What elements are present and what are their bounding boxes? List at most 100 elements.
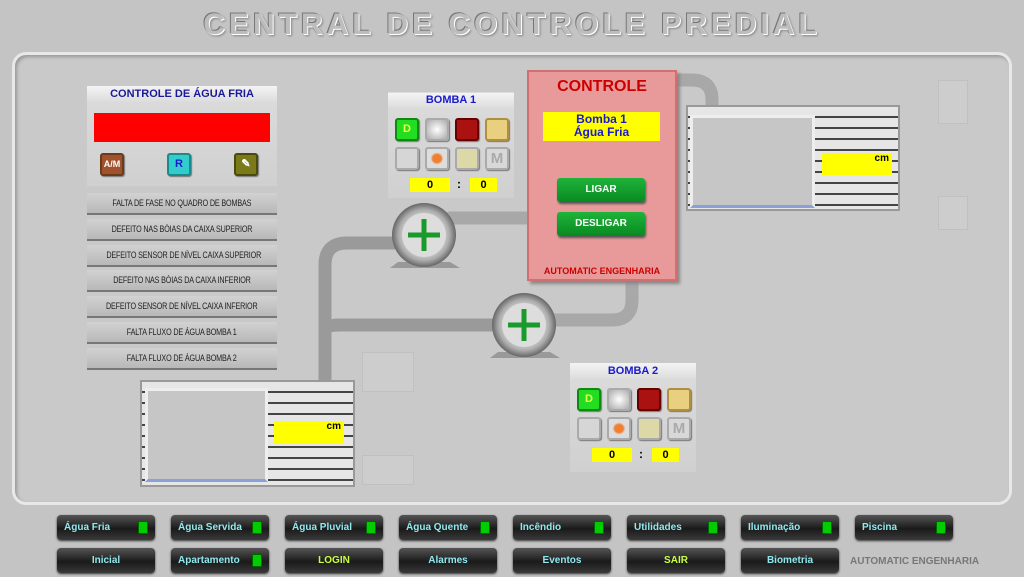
nav-label: Água Fria xyxy=(64,522,111,533)
nav-label: Água Servida xyxy=(178,522,242,533)
thermal-icon[interactable] xyxy=(455,147,479,170)
nav-label: Inicial xyxy=(91,555,121,566)
indicator-icon[interactable] xyxy=(577,417,601,440)
alarm-button[interactable]: DEFEITO SENSOR DE NÍVEL CAIXA SUPERIOR xyxy=(87,244,277,267)
pump-2-title: BOMBA 2 xyxy=(570,363,696,379)
status-led-icon xyxy=(252,554,262,567)
alarm-button[interactable]: FALTA DE FASE NO QUADRO DE BOMBAS xyxy=(87,193,277,215)
status-light-icon[interactable] xyxy=(607,388,631,411)
alarm-button[interactable]: DEFEITO NAS BÓIAS DA CAIXA SUPERIOR xyxy=(87,218,277,241)
upper-tank-level xyxy=(690,115,815,208)
nav-button[interactable]: Alarmes xyxy=(399,548,497,573)
alarm-label: DEFEITO SENSOR DE NÍVEL CAIXA INFERIOR xyxy=(106,301,258,312)
footer-brand: AUTOMATIC ENGENHARIA xyxy=(850,556,980,567)
selected-system: Água Fria xyxy=(573,125,630,139)
status-led-icon xyxy=(822,521,832,534)
nav-label: Apartamento xyxy=(178,555,240,566)
nav-button[interactable]: Apartamento xyxy=(171,548,269,573)
nav-button[interactable]: Eventos xyxy=(513,548,611,573)
nav-label: Alarmes xyxy=(428,555,468,566)
nav-label: Utilidades xyxy=(634,522,682,533)
motor-fault-icon[interactable] xyxy=(637,388,661,411)
desligar-button[interactable]: DESLIGAR xyxy=(557,212,645,236)
alarm-light-icon[interactable] xyxy=(607,417,631,440)
page-title: CENTRAL DE CONTROLE PREDIAL xyxy=(203,8,821,41)
alarm-label: FALTA DE FASE NO QUADRO DE BOMBAS xyxy=(112,198,252,208)
counter-separator: : xyxy=(457,177,461,191)
nav-button[interactable]: Água Fria xyxy=(57,515,155,540)
nav-button[interactable]: Iluminação xyxy=(741,515,839,540)
alarm-label: FALTA FLUXO DE ÁGUA BOMBA 1 xyxy=(127,327,237,337)
nav-label: Piscina xyxy=(862,522,898,533)
upper-tank-level-readout: cm xyxy=(822,153,892,175)
status-led-icon xyxy=(480,521,490,534)
lower-tank-level xyxy=(145,388,268,482)
nav-label: LOGIN xyxy=(318,555,350,566)
alarm-button[interactable]: FALTA FLUXO DE ÁGUA BOMBA 1 xyxy=(87,322,277,344)
selected-device-display: Bomba 1 Água Fria xyxy=(543,112,660,141)
pump-1 xyxy=(390,203,460,268)
status-led-icon xyxy=(936,521,946,534)
nav-button[interactable]: Água Pluvial xyxy=(285,515,383,540)
counter-separator: : xyxy=(639,447,643,461)
alarm-label: DEFEITO SENSOR DE NÍVEL CAIXA SUPERIOR xyxy=(106,249,262,260)
nav-label: Biometria xyxy=(766,555,814,566)
status-light-icon[interactable] xyxy=(425,118,449,141)
nav-label: Água Pluvial xyxy=(292,522,353,533)
hour-counter: 0 xyxy=(410,178,450,192)
nav-label: Eventos xyxy=(542,555,582,566)
timer-icon[interactable] xyxy=(485,118,509,141)
control-panel xyxy=(527,70,677,281)
nav-label: Iluminação xyxy=(748,522,801,533)
auto-manual-icon[interactable]: A/M xyxy=(100,153,124,176)
nav-button[interactable]: Água Quente xyxy=(399,515,497,540)
pump-on-d-icon[interactable]: D xyxy=(395,118,419,141)
pump-2 xyxy=(490,293,560,358)
pump-1-title: BOMBA 1 xyxy=(388,93,514,108)
alarm-button[interactable]: FALTA FLUXO DE ÁGUA BOMBA 2 xyxy=(87,347,277,370)
alarm-label: FALTA FLUXO DE ÁGUA BOMBA 2 xyxy=(127,352,237,363)
unit-label: cm xyxy=(874,153,889,164)
nav-button[interactable]: Incêndio xyxy=(513,515,611,540)
nav-button[interactable]: Piscina xyxy=(855,515,953,540)
nav-button[interactable]: SAIR xyxy=(627,548,725,573)
status-led-icon xyxy=(252,521,262,534)
nav-button[interactable]: Biometria xyxy=(741,548,839,573)
alarm-button[interactable]: DEFEITO NAS BÓIAS DA CAIXA INFERIOR xyxy=(87,270,277,293)
indicator-icon[interactable] xyxy=(395,147,419,170)
pump-on-d-icon[interactable]: D xyxy=(577,388,601,411)
timer-icon[interactable] xyxy=(667,388,691,411)
alarm-button[interactable]: DEFEITO SENSOR DE NÍVEL CAIXA INFERIOR xyxy=(87,296,277,319)
reset-icon[interactable]: R xyxy=(167,153,191,176)
alarm-label: DEFEITO NAS BÓIAS DA CAIXA SUPERIOR xyxy=(111,223,253,234)
control-footer: AUTOMATIC ENGENHARIA xyxy=(543,266,661,276)
status-indicator-bar xyxy=(94,113,270,142)
minute-counter: 0 xyxy=(652,448,679,462)
nav-button[interactable]: Utilidades xyxy=(627,515,725,540)
minute-counter: 0 xyxy=(470,178,497,192)
edit-icon[interactable]: ✎ xyxy=(234,153,258,176)
nav-button[interactable]: Inicial xyxy=(57,548,155,573)
status-led-icon xyxy=(594,521,604,534)
status-led-icon xyxy=(366,521,376,534)
alarm-light-icon[interactable] xyxy=(425,147,449,170)
nav-button[interactable]: Água Servida xyxy=(171,515,269,540)
faded-widget xyxy=(362,455,414,485)
status-led-icon xyxy=(138,521,148,534)
nav-label: SAIR xyxy=(664,555,688,566)
manual-m-icon[interactable]: M xyxy=(485,147,509,170)
faded-widget xyxy=(938,196,968,230)
nav-button[interactable]: LOGIN xyxy=(285,548,383,573)
motor-fault-icon[interactable] xyxy=(455,118,479,141)
unit-label: cm xyxy=(326,421,341,432)
lower-tank-level-readout: cm xyxy=(274,421,344,444)
faded-widget xyxy=(938,80,968,124)
pipes xyxy=(318,73,719,387)
ligar-button[interactable]: LIGAR xyxy=(557,178,645,202)
faded-widget xyxy=(362,352,414,392)
selected-pump: Bomba 1 xyxy=(576,112,627,126)
manual-m-icon[interactable]: M xyxy=(667,417,691,440)
thermal-icon[interactable] xyxy=(637,417,661,440)
control-title: CONTROLE xyxy=(557,78,647,95)
